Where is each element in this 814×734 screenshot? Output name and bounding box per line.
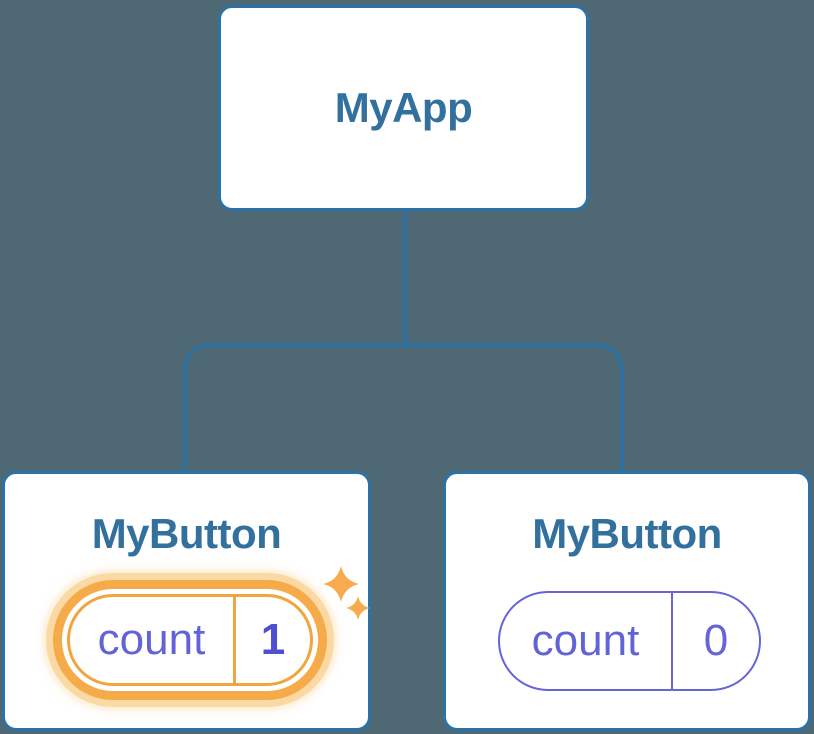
state-pill-highlighted: count 1 [67,594,313,686]
sparkles-icon [323,566,370,620]
state-value: 0 [703,616,729,665]
child-node-mybutton-right: MyButton count 0 [443,471,811,731]
state-key-label: count [531,616,640,665]
sparkle-large [323,566,359,602]
root-node-myapp: MyApp [218,5,589,211]
connector-bracket [183,343,624,471]
state-value: 1 [260,615,286,664]
child-node-label: MyButton [532,510,722,557]
state-key-label: count [97,615,206,664]
state-value-cell: 0 [671,593,759,689]
root-node-label: MyApp [334,84,473,131]
child-node-label: MyButton [91,510,282,557]
state-key-cell: count [70,597,233,683]
state-pill-plain: count 0 [498,591,761,691]
state-value-cell: 1 [233,597,310,683]
child-node-mybutton-left: MyButton count 1 [2,471,371,731]
sparkle-small [346,596,370,620]
state-key-cell: count [500,593,671,689]
